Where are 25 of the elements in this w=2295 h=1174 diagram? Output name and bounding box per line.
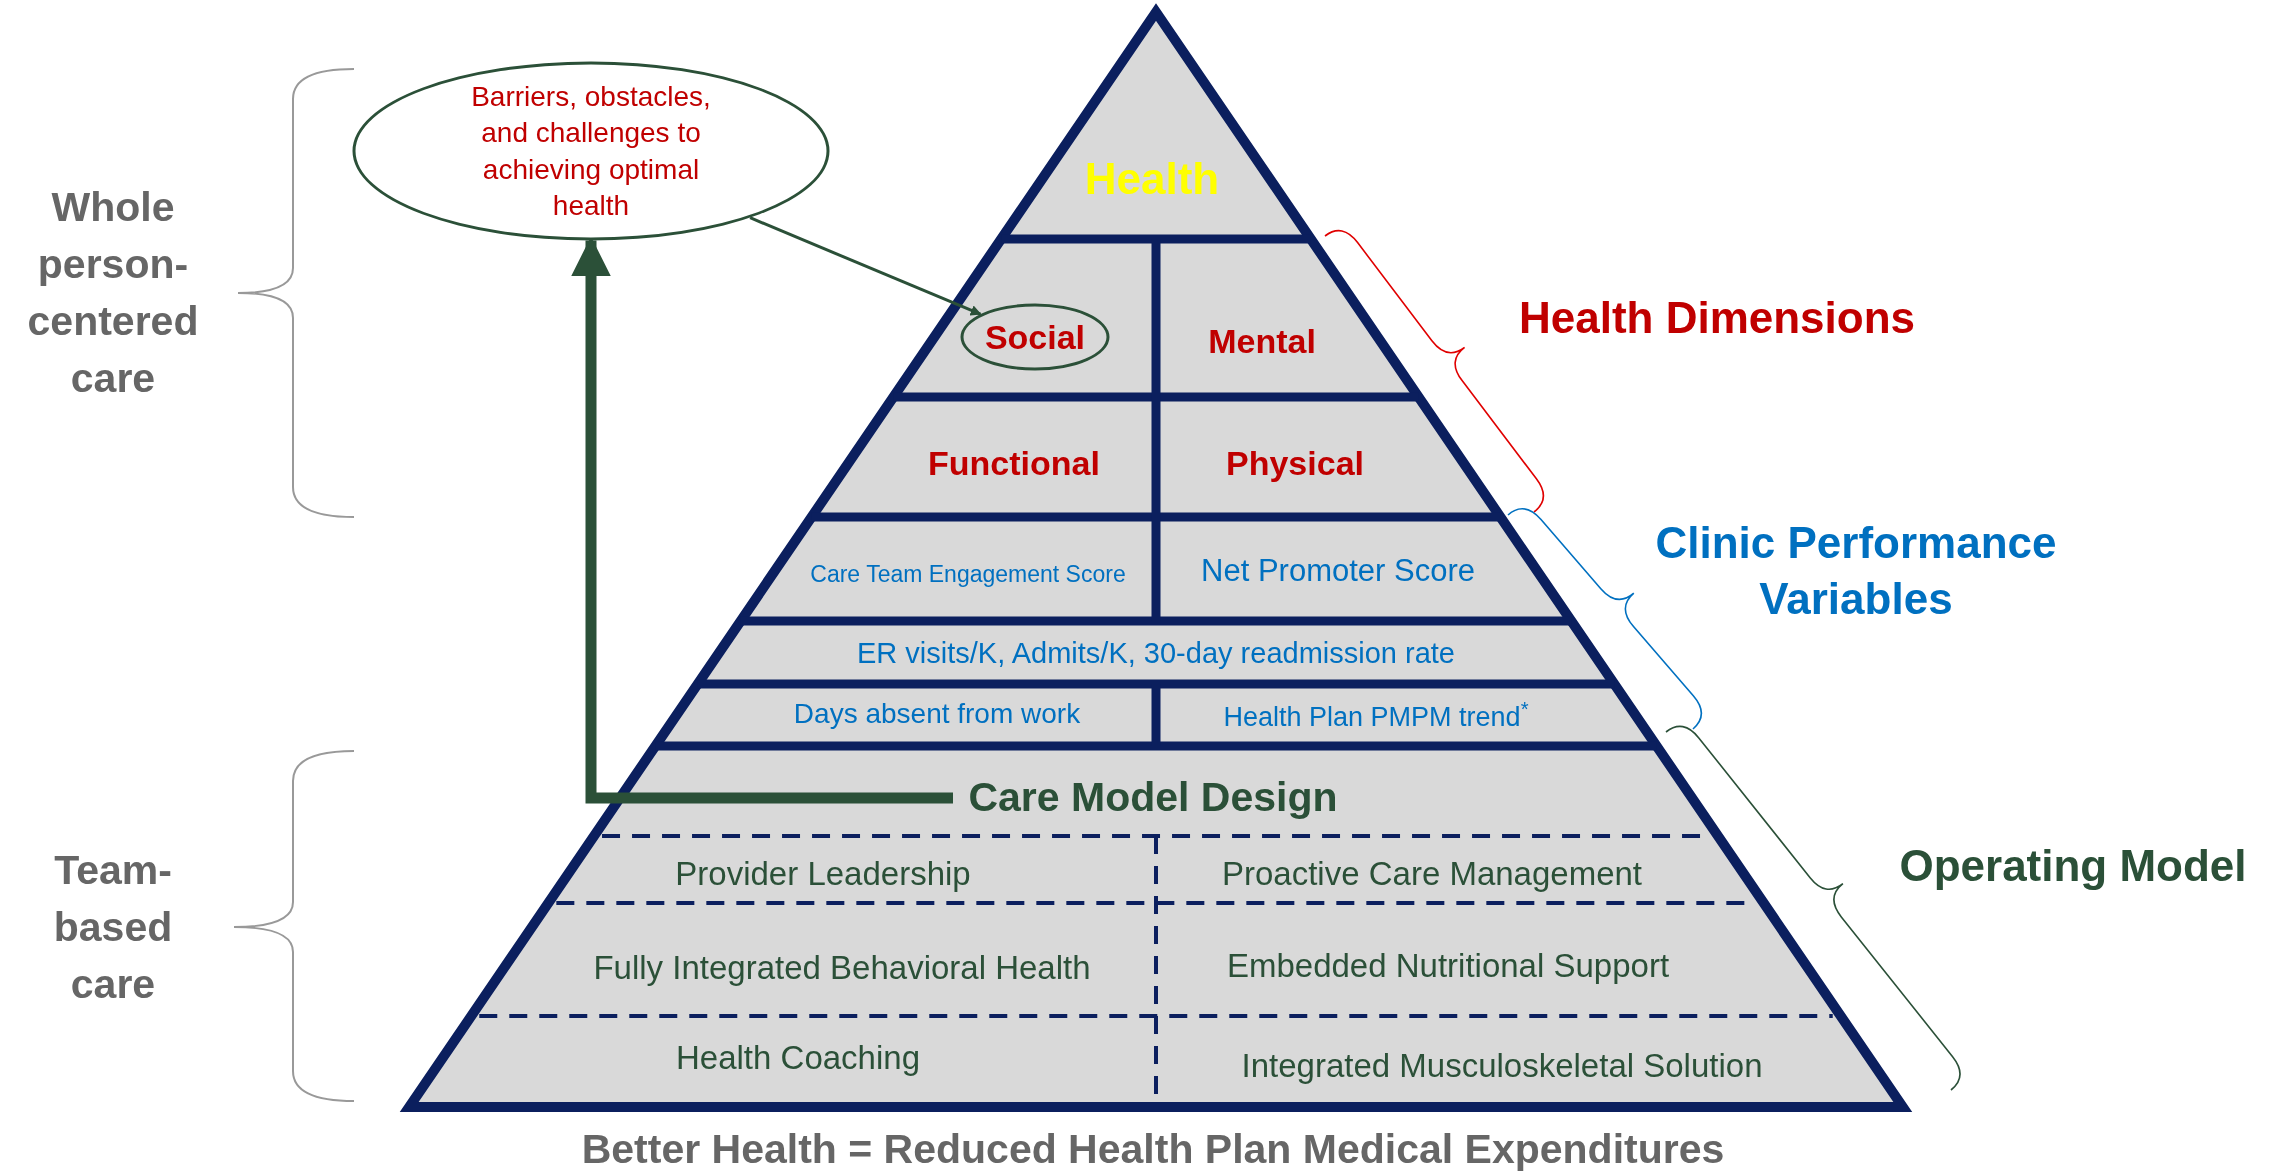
pyramid-cell-text: Health Coaching — [676, 1033, 920, 1083]
pyramid-cell-text: Health — [1084, 146, 1220, 212]
pyramid-cell-text: Functional — [928, 437, 1100, 489]
section-label: Clinic Performance Variables — [1654, 517, 2058, 625]
pyramid-cell-text: Fully Integrated Behavioral Health — [593, 943, 1091, 993]
highlight-ellipse: Social — [960, 303, 1110, 371]
pyramid-cell-text: Health Plan PMPM trend$^{*}$ — [1223, 696, 1529, 738]
pyramid-cell-text: Physical — [1226, 437, 1364, 489]
caption: Better Health = Reduced Health Plan Medical Expenditures — [581, 1125, 1725, 1174]
pyramid-cell-text: Proactive Care Management — [1222, 849, 1642, 899]
arrow — [749, 216, 982, 316]
pyramid-cell-text: Embedded Nutritional Support — [1226, 941, 1670, 991]
callout-ellipse: Barriers, obstacles, and challenges to achieving optimal health — [352, 61, 830, 241]
pyramid-cell-text: Care Model Design — [968, 767, 1338, 829]
section-label: Health Dimensions — [1518, 292, 1916, 344]
section-label: Operating Model — [1899, 840, 2247, 892]
pyramid-cell-text: Mental — [1208, 315, 1316, 367]
pyramid-cell-text: Integrated Musculoskeletal Solution — [1241, 1041, 1763, 1091]
pyramid-cell-text: ER visits/K, Admits/K, 30-day readmission rate — [857, 632, 1455, 676]
side-label: Team-based care — [52, 845, 174, 1009]
side-label: Whole person-centered care — [26, 183, 200, 403]
pyramid-cell-text: Days absent from work — [793, 693, 1081, 735]
pyramid-cell-text: Net Promoter Score — [1201, 547, 1475, 595]
pyramid-cell-text: Care Team Engagement Score — [810, 556, 1126, 592]
pyramid-cell-text: Provider Leadership — [675, 849, 971, 899]
